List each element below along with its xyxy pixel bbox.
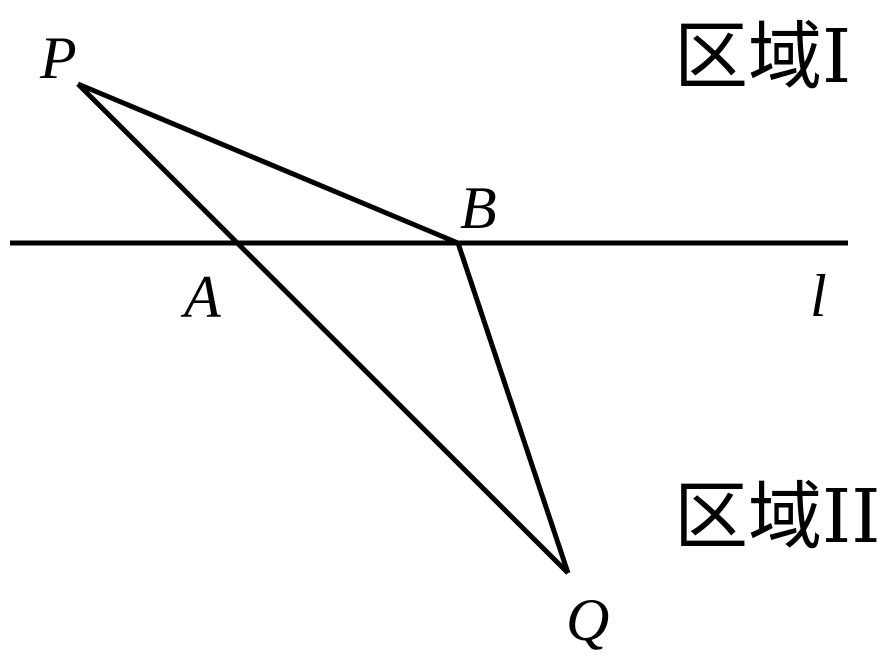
point-label-q: Q	[566, 587, 609, 653]
point-label-b: B	[460, 175, 497, 241]
segment-bq	[455, 242, 571, 574]
point-label-a: A	[180, 264, 221, 330]
segment-pb	[77, 81, 459, 246]
region-label-2: 区域II	[674, 474, 880, 560]
segment-pq	[76, 82, 570, 575]
line-label-l: l	[810, 263, 827, 329]
region-label-1: 区域I	[674, 14, 851, 100]
point-label-p: P	[39, 25, 77, 91]
